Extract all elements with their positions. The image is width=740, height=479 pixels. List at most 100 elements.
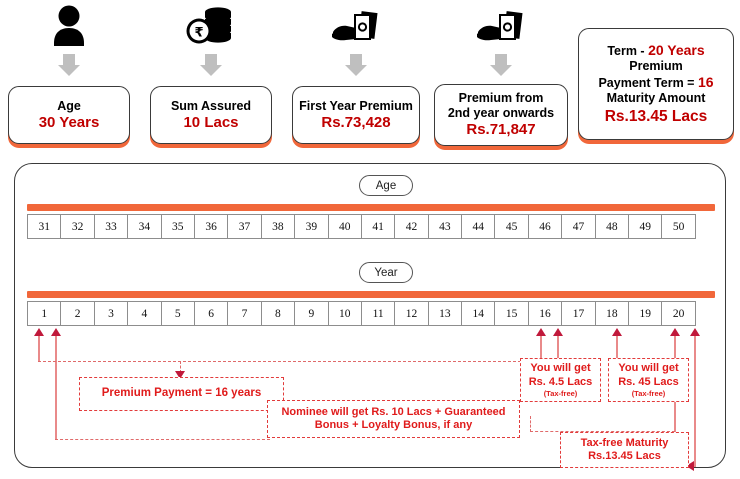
year-cell-13: 13 bbox=[427, 301, 463, 326]
premium-2nd-year-label-line1: Premium from bbox=[458, 91, 544, 105]
age-cell-39: 39 bbox=[294, 214, 329, 239]
year-cell-3: 3 bbox=[93, 301, 129, 326]
summary-card-sum-assured: ₹ Sum Assured 10 Lacs bbox=[150, 2, 272, 150]
age-cell-31: 31 bbox=[27, 214, 62, 239]
year-cell-4: 4 bbox=[127, 301, 162, 326]
premium-payment-text: Premium Payment = 16 years bbox=[101, 387, 262, 400]
age-cell-45: 45 bbox=[494, 214, 529, 239]
premium-2nd-year-box: Premium from 2nd year onwards Rs.71,847 bbox=[434, 84, 568, 146]
arrow-down-icon-premium bbox=[175, 371, 185, 379]
arrow-up-icon-year1-a bbox=[34, 328, 44, 336]
age-box: Age 30 Years bbox=[8, 86, 130, 144]
age-label: Age bbox=[57, 98, 81, 113]
connector-maturity-span bbox=[530, 431, 675, 432]
connector-maturity-drop bbox=[530, 416, 531, 432]
connector-premium-span bbox=[38, 361, 541, 362]
connector-year1-b bbox=[55, 336, 57, 440]
arrow-up-icon-year16-b bbox=[553, 328, 563, 336]
hand-cash-icon bbox=[434, 2, 568, 50]
callout-maturity: Tax-free Maturity Rs.13.45 Lacs bbox=[560, 432, 689, 468]
year-pill-label: Year bbox=[359, 262, 413, 283]
benefit18-text-line1: You will get bbox=[618, 362, 679, 374]
benefit18-text-line2: Rs. 45 Lacs bbox=[618, 375, 679, 388]
maturity-amount-value: Rs.13.45 Lacs bbox=[604, 107, 708, 125]
summary-row: Age 30 Years bbox=[0, 0, 740, 150]
callout-nominee: Nominee will get Rs. 10 Lacs + Guarantee… bbox=[267, 400, 520, 438]
benefit18-taxfree-note: (Tax-free) bbox=[631, 389, 666, 398]
year-cell-12: 12 bbox=[394, 301, 429, 326]
person-icon bbox=[8, 2, 130, 50]
benefit16-text-line2: Rs. 4.5 Lacs bbox=[528, 375, 593, 388]
year-cell-17: 17 bbox=[561, 301, 596, 326]
callout-benefit-year18: You will get Rs. 45 Lacs (Tax-free) bbox=[608, 358, 689, 402]
summary-card-age: Age 30 Years bbox=[8, 2, 130, 150]
year-cell-14: 14 bbox=[461, 301, 496, 326]
connector-year16-b bbox=[557, 336, 559, 371]
age-cell-41: 41 bbox=[360, 214, 396, 239]
premium-2nd-year-value: Rs.71,847 bbox=[466, 121, 536, 138]
year-cell-15: 15 bbox=[494, 301, 529, 326]
term-value: 20 Years bbox=[648, 41, 705, 58]
age-pill-label: Age bbox=[359, 175, 413, 196]
year-cell-5: 5 bbox=[160, 301, 195, 326]
age-cell-37: 37 bbox=[227, 214, 262, 239]
connector-year18 bbox=[616, 336, 618, 371]
age-cell-44: 44 bbox=[461, 214, 496, 239]
sum-assured-box: Sum Assured 10 Lacs bbox=[150, 86, 272, 144]
year-cell-1: 1 bbox=[27, 301, 62, 326]
age-cell-46: 46 bbox=[527, 214, 563, 239]
summary-card-premium-from-2nd-year: Premium from 2nd year onwards Rs.71,847 bbox=[434, 2, 568, 150]
year-cell-7: 7 bbox=[227, 301, 262, 326]
year-cell-16: 16 bbox=[527, 301, 563, 326]
nominee-text-line2: Bonus + Loyalty Bonus, if any bbox=[314, 419, 473, 431]
age-cell-38: 38 bbox=[260, 214, 296, 239]
maturity-text-line2: Rs.13.45 Lacs bbox=[588, 450, 661, 462]
arrow-up-icon-year18 bbox=[612, 328, 622, 336]
term-line: Term - 20 Years bbox=[607, 41, 705, 60]
age-accent-bar bbox=[27, 204, 715, 211]
age-cell-42: 42 bbox=[394, 214, 429, 239]
summary-card-first-year-premium: First Year Premium Rs.73,428 bbox=[292, 2, 420, 150]
year-cell-20: 20 bbox=[661, 301, 696, 326]
rupee-coins-icon: ₹ bbox=[150, 2, 272, 50]
year-cell-9: 9 bbox=[294, 301, 329, 326]
callout-benefit-year16: You will get Rs. 4.5 Lacs (Tax-free) bbox=[520, 358, 601, 402]
payment-term-value: 16 bbox=[697, 73, 714, 90]
age-value: 30 Years bbox=[38, 113, 100, 131]
age-cell-47: 47 bbox=[561, 214, 596, 239]
first-year-premium-value: Rs.73,428 bbox=[321, 113, 391, 131]
year-cell-2: 2 bbox=[60, 301, 95, 326]
age-cell-35: 35 bbox=[160, 214, 195, 239]
arrow-left-icon-maturity bbox=[686, 461, 694, 471]
year-accent-bar bbox=[27, 291, 715, 298]
connector-year1-a bbox=[38, 336, 40, 362]
payment-term-line: Payment Term = 16 bbox=[598, 73, 714, 92]
arrow-up-icon-year20-a bbox=[670, 328, 680, 336]
term-box: Term - 20 Years Premium Payment Term = 1… bbox=[578, 28, 734, 140]
premium-2nd-year-label-line2: 2nd year onwards bbox=[447, 106, 555, 120]
hand-cash-icon bbox=[292, 2, 420, 50]
callout-premium-payment: Premium Payment = 16 years bbox=[79, 377, 284, 411]
term-label: Term - bbox=[607, 43, 645, 58]
nominee-text-line1: Nominee will get Rs. 10 Lacs + Guarantee… bbox=[281, 405, 506, 418]
year-cell-11: 11 bbox=[360, 301, 396, 326]
age-cell-43: 43 bbox=[427, 214, 463, 239]
year-cell-6: 6 bbox=[193, 301, 229, 326]
connector-nominee-span bbox=[55, 439, 270, 440]
connector-year16-a bbox=[540, 336, 542, 362]
benefit16-taxfree-note: (Tax-free) bbox=[543, 389, 578, 398]
age-cell-50: 50 bbox=[661, 214, 696, 239]
arrow-up-icon-year20-b bbox=[690, 328, 700, 336]
connector-maturity-elbow bbox=[694, 451, 696, 467]
age-cell-32: 32 bbox=[60, 214, 95, 239]
year-cell-19: 19 bbox=[628, 301, 663, 326]
maturity-text-line1: Tax-free Maturity bbox=[580, 436, 669, 449]
arrow-up-icon-year16-a bbox=[536, 328, 546, 336]
age-cell-48: 48 bbox=[594, 214, 630, 239]
premium-label: Premium bbox=[629, 59, 683, 73]
year-cell-8: 8 bbox=[260, 301, 296, 326]
